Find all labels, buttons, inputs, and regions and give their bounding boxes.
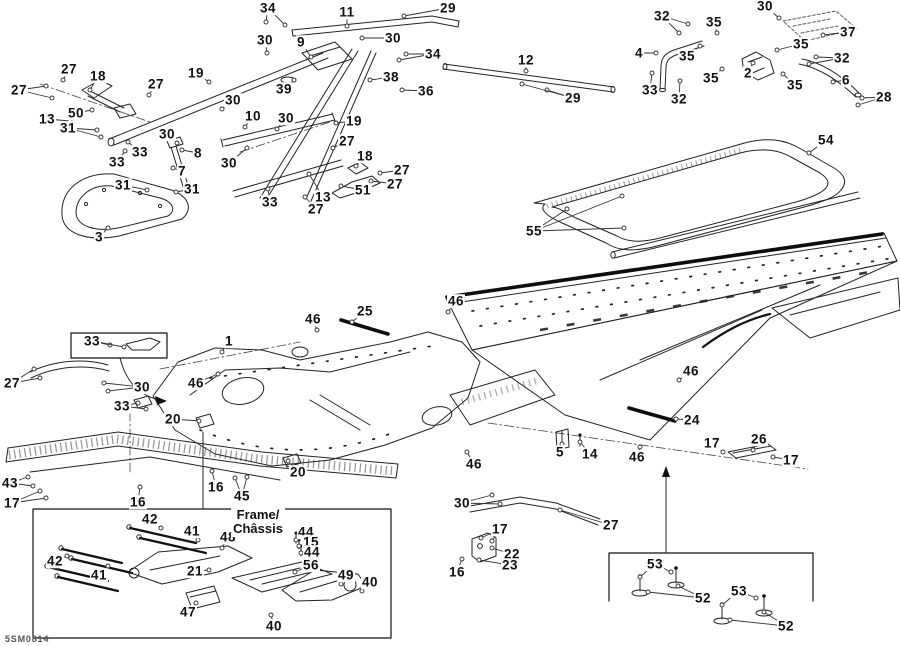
front-bumper-drawing xyxy=(61,173,189,239)
inset-rivet-box xyxy=(608,466,814,625)
running-board-drawing xyxy=(5,360,399,481)
inset-label-line2: Châssis xyxy=(233,521,283,537)
diagram-code: 5SM0814 xyxy=(5,634,50,644)
tunnel-drawing xyxy=(339,232,900,441)
rear-rack-frame-drawing xyxy=(533,139,861,259)
rear-bracket-group-drawing xyxy=(659,10,862,98)
inset-frame-chassis-label: Frame/ Châssis xyxy=(231,507,285,537)
steering-support-drawing xyxy=(39,15,616,202)
inset-label-line1: Frame/ xyxy=(236,507,280,522)
